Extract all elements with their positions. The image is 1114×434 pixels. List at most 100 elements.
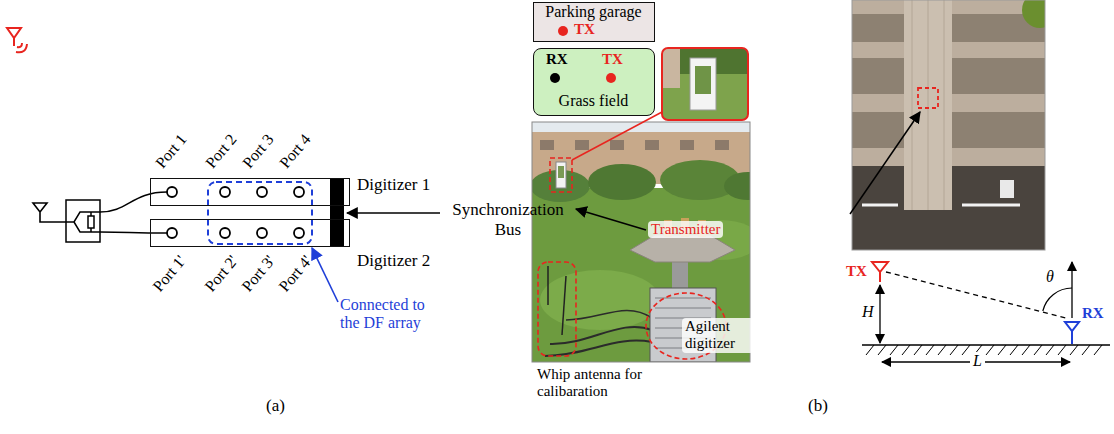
cable <box>545 341 652 356</box>
port-label: Port 4 <box>276 131 315 172</box>
tree <box>588 164 656 200</box>
port-label: Port 1' <box>149 252 190 296</box>
zenith-arrow <box>1071 262 1072 318</box>
location-title: Parking garage <box>545 3 641 21</box>
photo-frame <box>852 0 1045 250</box>
location-dot <box>606 73 616 83</box>
panel-label: (b) <box>808 396 828 416</box>
port-circle <box>167 228 177 238</box>
stand <box>672 260 688 292</box>
port-circle <box>257 228 267 238</box>
grass <box>662 48 748 120</box>
port-connectors <box>167 187 304 238</box>
panel-label: (a) <box>266 396 285 416</box>
transmitter-unit <box>695 66 711 94</box>
pointer-arrow <box>347 212 440 214</box>
photo-callout: Whip antenna for calibaration <box>537 366 659 401</box>
red-antenna <box>7 28 27 52</box>
splitter-wire <box>66 212 100 232</box>
digitizer-box: Digitizer 2 <box>150 219 350 247</box>
cable <box>566 310 652 320</box>
site-tag: RX <box>1082 305 1104 322</box>
dimension-label: H <box>862 303 874 321</box>
antenna-symbol <box>1065 322 1079 344</box>
port-label: Port 2 <box>202 131 241 172</box>
garage-photo <box>852 0 1045 250</box>
highlight-box <box>538 262 576 356</box>
port-circle <box>167 187 177 197</box>
port-label: Port 3' <box>238 252 279 296</box>
location-box: RXTXGrass field <box>533 48 655 116</box>
sign <box>1000 180 1014 198</box>
bus-label: Synchronization Bus <box>443 200 573 239</box>
port-label: Port 2' <box>201 252 242 296</box>
ground-line <box>862 344 1110 346</box>
gate-arm <box>862 204 1020 207</box>
location-dot <box>550 73 560 83</box>
power-splitter <box>66 192 167 242</box>
antenna-symbol <box>33 203 66 222</box>
splitter-box <box>66 200 100 242</box>
pointer-arrow <box>312 248 338 302</box>
field-photo <box>532 122 750 362</box>
dimension-label: L <box>970 352 985 370</box>
antenna-symbol <box>7 28 21 46</box>
radio-wave <box>16 44 27 52</box>
digitizer-label: Digitizer 1 <box>357 175 430 195</box>
annotation: Connected to the DF array <box>340 296 445 333</box>
ground-plane <box>630 235 735 262</box>
photo-callout: Transmitter <box>648 221 723 238</box>
pointer-arrow <box>850 112 920 214</box>
angle-arc <box>1043 288 1072 311</box>
port-label: Port 1 <box>152 131 191 172</box>
facade <box>852 0 1045 250</box>
port-circle <box>220 228 230 238</box>
window <box>680 140 694 150</box>
window <box>540 140 554 150</box>
digitizer-box: Digitizer 1 <box>150 178 350 206</box>
whip-antenna <box>562 276 566 335</box>
pointer-arrow <box>576 209 646 230</box>
pillar-groove <box>912 0 944 210</box>
inset-photo <box>662 48 748 120</box>
grass-patch <box>540 270 660 330</box>
window <box>575 140 589 150</box>
site-tag: TX <box>574 21 595 38</box>
cable <box>100 232 167 233</box>
tree <box>1022 0 1045 28</box>
radio-wave <box>17 43 22 47</box>
building <box>662 48 680 88</box>
sync-bus-bar <box>330 178 344 247</box>
whip-antenna <box>547 266 549 305</box>
location-dot <box>558 26 568 36</box>
port-label: Port 3 <box>239 131 278 172</box>
port-circle <box>220 187 230 197</box>
df-port-group <box>208 182 312 244</box>
window <box>610 140 624 150</box>
window <box>715 140 729 150</box>
port-circle <box>294 187 304 197</box>
geometry-sketch <box>862 262 1110 362</box>
resistor-symbol <box>88 216 94 228</box>
port-circle <box>257 187 267 197</box>
port-label: Port 4' <box>275 252 316 296</box>
angle-label: θ <box>1046 268 1054 286</box>
digitizer-label: Digitizer 2 <box>357 251 430 271</box>
port-circle <box>294 228 304 238</box>
transmitter-unit <box>558 166 564 178</box>
tree <box>724 172 750 200</box>
site-tag: RX <box>546 51 568 68</box>
transmitter-unit <box>690 58 716 110</box>
window <box>645 140 659 150</box>
zoom-line <box>572 112 662 160</box>
highlight-box <box>550 158 572 192</box>
transmitter-unit <box>556 162 566 188</box>
antenna-symbol <box>872 262 888 282</box>
inset-frame <box>662 48 748 120</box>
highlight-box <box>918 88 938 108</box>
height-dimension <box>879 285 880 343</box>
site-tag: TX <box>602 51 623 68</box>
sight-line <box>886 272 1066 318</box>
site-tag: TX <box>846 263 867 280</box>
